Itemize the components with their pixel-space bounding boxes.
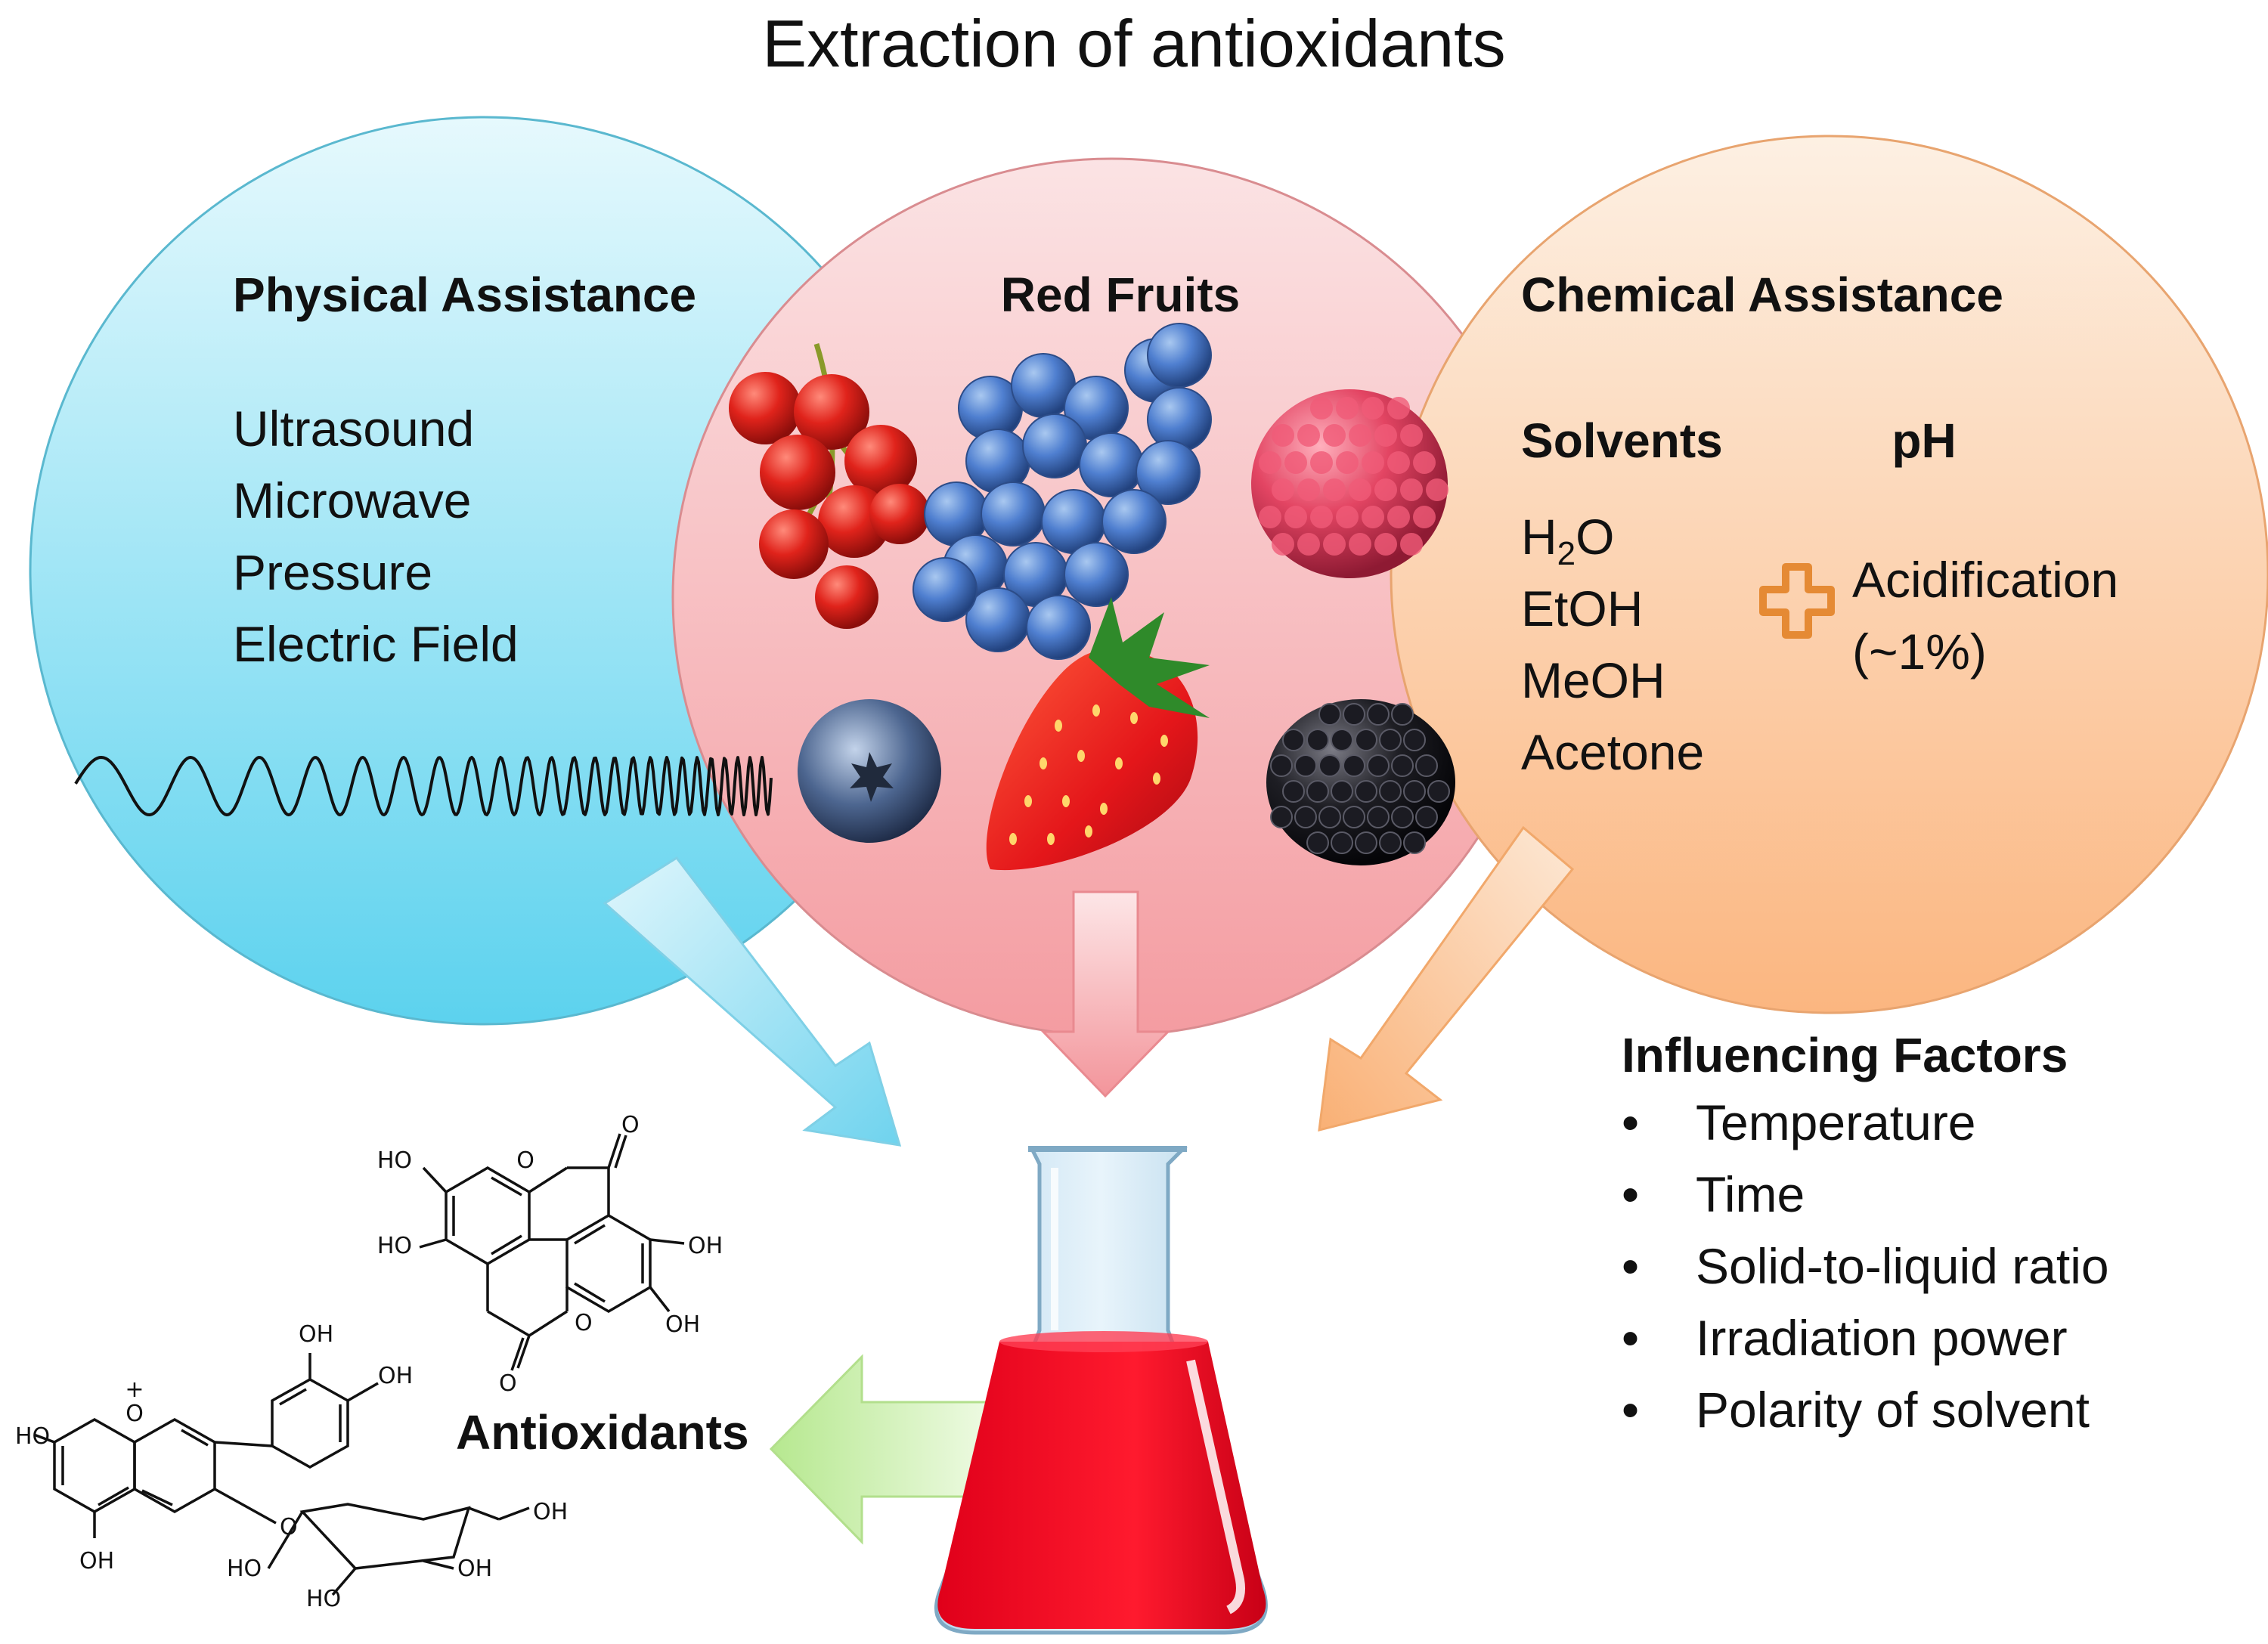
factor-bullet: •: [1622, 1382, 1639, 1438]
strawberry-icon: [986, 597, 1210, 871]
chem-label-ho: HO: [306, 1586, 341, 1612]
chem-label-ho: HO: [15, 1423, 50, 1450]
chem-label-o: O: [499, 1370, 517, 1397]
arrow-physical-to-flask: [603, 856, 902, 1147]
factor-solid-to-liquid-ratio: Solid-to-liquid ratio: [1696, 1238, 2109, 1294]
chemical-assistance-heading: Chemical Assistance: [1521, 268, 2003, 322]
chem-label-ho: HO: [377, 1147, 412, 1174]
ph-heading: pH: [1892, 413, 1956, 468]
raspberry-icon: [1251, 389, 1448, 578]
plus-icon: [1759, 563, 1835, 639]
chem-label-ho: HO: [377, 1233, 412, 1259]
solvents-heading: Solvents: [1521, 413, 1723, 468]
chem-label-oh: OH: [688, 1233, 723, 1259]
blueberry-icon: [798, 699, 941, 843]
factor-polarity-of-solvent: Polarity of solvent: [1696, 1382, 2090, 1438]
acidification-label: Acidification: [1852, 552, 2118, 608]
solvent-methanol: MeOH: [1521, 652, 1665, 708]
red-currants-icon: [729, 342, 930, 629]
blackberry-icon: [1266, 699, 1455, 865]
chem-label-oh: OH: [79, 1548, 114, 1574]
red-fruits-heading: Red Fruits: [1001, 268, 1240, 322]
physical-item-electric-field: Electric Field: [233, 616, 519, 672]
solvent-ethanol: EtOH: [1521, 581, 1643, 636]
solvent-water: H2O: [1521, 509, 1615, 572]
chem-label-o: O: [621, 1112, 640, 1138]
anthocyanin-structure: [33, 1353, 530, 1596]
diagram-title: Extraction of antioxidants: [762, 6, 1505, 81]
factor-bullet: •: [1622, 1166, 1639, 1222]
physical-item-pressure: Pressure: [233, 544, 432, 600]
arrow-chemical-to-flask: [1318, 825, 1575, 1132]
physical-item-ultrasound: Ultrasound: [233, 401, 474, 457]
factor-bullet: •: [1622, 1094, 1639, 1150]
chem-label-oh: OH: [533, 1499, 568, 1525]
chem-label-ring-o: O: [575, 1310, 593, 1336]
chem-label-ring-o: O: [125, 1401, 144, 1427]
chemical-assistance-circle: [1390, 135, 2268, 1014]
ellagic-acid-structure: [419, 1133, 685, 1371]
blueberry-cluster-icon: [912, 323, 1212, 660]
factor-temperature: Temperature: [1696, 1094, 1976, 1150]
factor-bullet: •: [1622, 1238, 1639, 1294]
influencing-factors-list: • Temperature • Time • Solid-to-liquid r…: [1622, 1094, 2109, 1438]
chem-label-ring-o: O: [516, 1147, 534, 1174]
erlenmeyer-flask-icon: [934, 1146, 1268, 1635]
chem-label-oh: OH: [299, 1321, 333, 1348]
physical-assistance-heading: Physical Assistance: [233, 268, 696, 322]
ultrasound-wave-icon: [74, 756, 773, 816]
factor-bullet: •: [1622, 1310, 1639, 1366]
chem-label-ho: HO: [227, 1556, 262, 1582]
factor-irradiation-power: Irradiation power: [1696, 1310, 2068, 1366]
chem-label-plus: +: [125, 1376, 144, 1403]
antioxidants-label: Antioxidants: [456, 1405, 749, 1460]
chem-label-oh: OH: [457, 1556, 492, 1582]
arrow-fruits-to-flask: [1040, 890, 1171, 1098]
factor-time: Time: [1696, 1166, 1805, 1222]
chem-label-oh: OH: [378, 1363, 413, 1389]
solvent-acetone: Acetone: [1521, 724, 1704, 780]
acidification-percent: (~1%): [1852, 624, 1987, 680]
chem-label-oh: OH: [665, 1311, 700, 1338]
chem-label-ring-o: O: [280, 1514, 298, 1540]
influencing-factors-heading: Influencing Factors: [1622, 1028, 2068, 1082]
physical-item-microwave: Microwave: [233, 472, 471, 528]
